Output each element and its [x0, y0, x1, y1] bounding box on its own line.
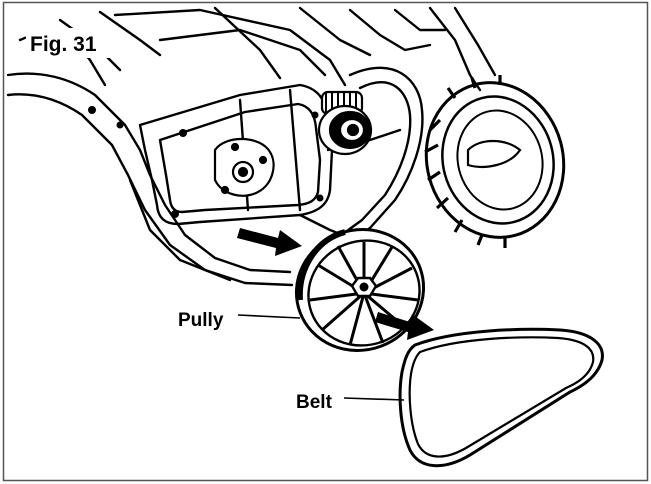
fig-label-bg — [26, 28, 118, 58]
gear-shaft — [317, 90, 373, 156]
removal-arrow-cover — [237, 228, 302, 256]
belt-leader-line — [343, 397, 405, 401]
removal-arrow-pulley — [375, 312, 434, 340]
pulley-leader-line — [237, 314, 301, 319]
cover-bolts — [88, 106, 324, 218]
machine-body — [6, 6, 497, 287]
cover-hub — [213, 137, 275, 197]
belt — [398, 327, 604, 468]
pulley-label: Pully — [178, 310, 224, 331]
belt-label: Belt — [296, 392, 333, 413]
pulley — [294, 228, 426, 352]
figure-title: Fig. 31 — [30, 33, 97, 56]
wheel — [424, 75, 566, 248]
